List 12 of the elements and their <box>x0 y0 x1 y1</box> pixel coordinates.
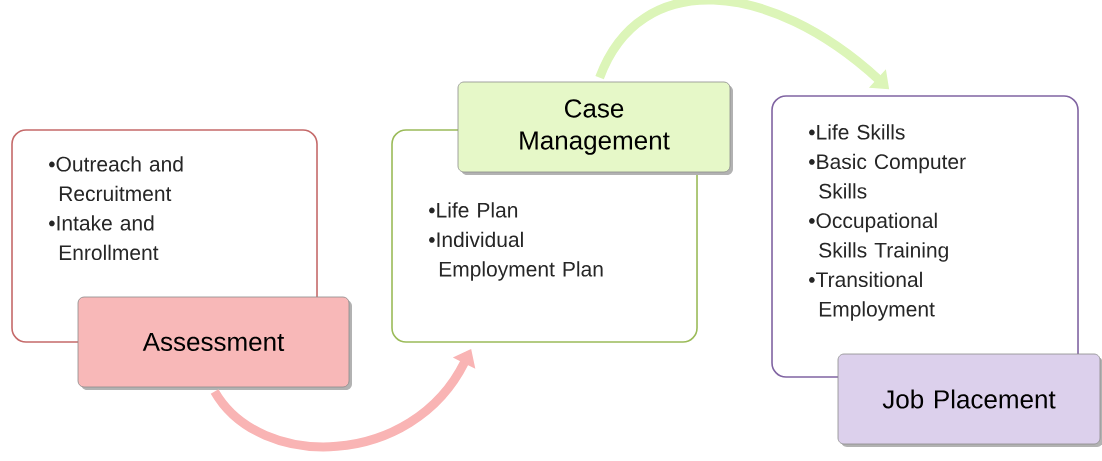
bullet-item: •Basic Computer Skills <box>809 153 966 199</box>
title-box: Assessment <box>77 296 352 390</box>
bullet-item: •Life Skills <box>809 124 905 140</box>
bullet-item: •Occupational Skills Training <box>809 212 948 262</box>
bullet-item: •Life Plan <box>429 202 518 218</box>
bullet-item: •Individual Employment Plan <box>429 231 603 281</box>
bullet-item: •Transitional Employment <box>809 271 935 321</box>
bullet-item: •Outreach and Recruitment <box>49 156 183 202</box>
bullet-item: •Intake and Enrollment <box>49 215 159 261</box>
title-box: Job Placement <box>837 353 1102 447</box>
title-box: Case Management <box>457 81 733 175</box>
bulleted-panel <box>771 95 1079 378</box>
